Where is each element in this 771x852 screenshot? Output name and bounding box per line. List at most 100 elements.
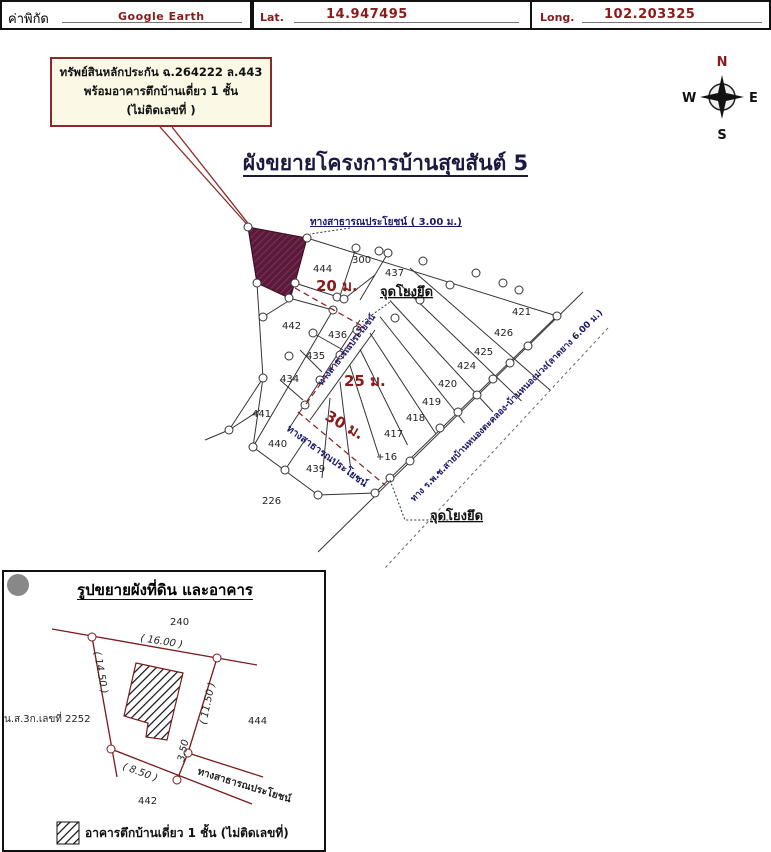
underline — [294, 22, 519, 23]
longitude-cell: Long. 102.203325 — [530, 0, 771, 30]
boundary-marker — [453, 407, 463, 417]
plot-boundary-line — [321, 397, 331, 479]
distance-20: 20 ม. — [316, 277, 358, 295]
boundary-marker — [302, 233, 312, 243]
legend-label: อาคารตึกบ้านเดี่ยว 1 ชั้น (ไม่ติดเลขที่) — [85, 823, 289, 840]
boundary-marker — [280, 465, 290, 475]
collateral-callout: ทรัพย์สินหลักประกัน ฉ.264222 ล.443 พร้อม… — [50, 57, 272, 127]
plot-boundary-line — [287, 319, 361, 431]
boundary-marker — [405, 456, 415, 466]
boundary-marker — [351, 243, 361, 253]
plot-boundary-line — [299, 349, 323, 373]
plot-boundary-line — [262, 299, 291, 318]
north-plot: 240 — [170, 617, 189, 628]
plot-labels: 444300437421426425424420419418417+164424… — [252, 255, 531, 507]
plot-boundary-line — [369, 332, 437, 435]
west-plot: น.ส.3ก.เลขที่ 2252 — [4, 711, 91, 725]
long-label: Long. — [540, 11, 575, 24]
inset-building — [123, 662, 184, 741]
plot-label: 424 — [457, 361, 476, 372]
plot-label: 440 — [268, 439, 287, 450]
legend-hatch-icon — [56, 821, 80, 845]
plot-label: 300 — [352, 255, 371, 266]
east-plot: 444 — [248, 716, 267, 727]
boundary-marker — [284, 293, 294, 303]
distance-arrows — [294, 287, 386, 486]
callout-pointer — [159, 126, 259, 237]
plot-boundary-line — [343, 274, 376, 300]
plot-label: 418 — [406, 413, 425, 424]
latitude-cell: Lat. 14.947495 — [252, 0, 532, 30]
plot-boundary-line — [339, 381, 351, 468]
compass-s: S — [717, 128, 726, 143]
boundary-marker — [418, 256, 428, 266]
plot-label: 434 — [280, 374, 299, 385]
callout-line: (ไม่ติดเลขที่ ) — [126, 103, 196, 117]
plot-label: 435 — [306, 351, 325, 362]
boundary-marker — [258, 312, 268, 322]
public-path-top-label: ทางสาธารณประโยชน์ ( 3.00 ม.) — [310, 215, 462, 228]
plot-boundary-line — [359, 252, 389, 301]
plot-label: 421 — [512, 307, 531, 318]
boundary-marker — [383, 248, 393, 258]
boundary-marker — [308, 328, 318, 338]
plot-label: 436 — [328, 330, 347, 341]
plot-label: +16 — [376, 452, 397, 463]
boundary-marker — [435, 423, 445, 433]
lat-value: 14.947495 — [326, 7, 408, 22]
boundary-marker — [505, 358, 515, 368]
callout-line: พร้อมอาคารตึกบ้านเดี่ยว 1 ชั้น — [83, 84, 239, 98]
plot-boundary-line — [409, 267, 551, 391]
coord-label: ค่าพิกัด — [8, 12, 49, 27]
boundary-marker — [552, 311, 562, 321]
plot-boundary-line — [228, 409, 261, 431]
plot-boundary-line — [252, 377, 264, 448]
boundary-marker — [390, 313, 400, 323]
boundary-marker — [352, 325, 362, 335]
page-title: ผังขยายโครงการบ้านสุขสันต์ 5 — [0, 147, 771, 180]
boundary-marker — [370, 488, 380, 498]
inset-panel — [2, 570, 326, 852]
plot-label: 441 — [252, 409, 271, 420]
boundary-marker — [385, 473, 395, 483]
plot-label: 417 — [384, 429, 403, 440]
south-plot: 442 — [138, 796, 157, 807]
callout-line: ทรัพย์สินหลักประกัน ฉ.264222 ล.443 — [59, 65, 263, 79]
boundary-marker — [498, 278, 508, 288]
plot-boundary-line — [379, 316, 465, 424]
compass-e: E — [749, 91, 758, 106]
inset-plot-lines — [51, 628, 264, 805]
boundary-marker — [445, 280, 455, 290]
plot-boundary-line — [288, 297, 334, 311]
coordinate-source-cell: ค่าพิกัด Google Earth — [0, 0, 252, 30]
boundary-marker — [471, 268, 481, 278]
boundary-marker — [339, 294, 349, 304]
underline — [62, 22, 242, 23]
boundary-marker — [514, 285, 524, 295]
plot-boundary-line — [284, 439, 306, 471]
title-text: ผังขยายโครงการบ้านสุขสันต์ 5 — [242, 151, 529, 177]
plot-boundary-line — [349, 365, 380, 457]
boundary-marker — [248, 442, 258, 452]
plot-label: 425 — [474, 347, 493, 358]
boundary-marker — [374, 246, 384, 256]
boundary-marker — [523, 341, 533, 351]
tie-point-label: จุดโยงยึด — [380, 283, 433, 300]
boundary-marker — [284, 351, 294, 361]
plot-label: 437 — [385, 268, 404, 279]
distance-25: 25 ม. — [344, 372, 386, 390]
plot-label: 439 — [306, 464, 325, 475]
tie-point-label: จุดโยงยึด — [430, 507, 483, 524]
boundary-marker — [243, 222, 253, 232]
boundary-marker — [313, 490, 323, 500]
boundary-marker — [415, 295, 425, 305]
inset-title: รูปขยายผังที่ดิน และอาคาร — [0, 578, 330, 602]
boundary-marker — [224, 425, 234, 435]
plot-boundary-line — [359, 349, 408, 446]
plot-boundary-line — [339, 247, 357, 297]
plot-boundary-line — [317, 492, 376, 496]
boundary-marker — [258, 373, 268, 383]
plot-label: 419 — [422, 397, 441, 408]
boundary-markers — [224, 222, 562, 500]
plot-boundary-line — [256, 282, 264, 379]
